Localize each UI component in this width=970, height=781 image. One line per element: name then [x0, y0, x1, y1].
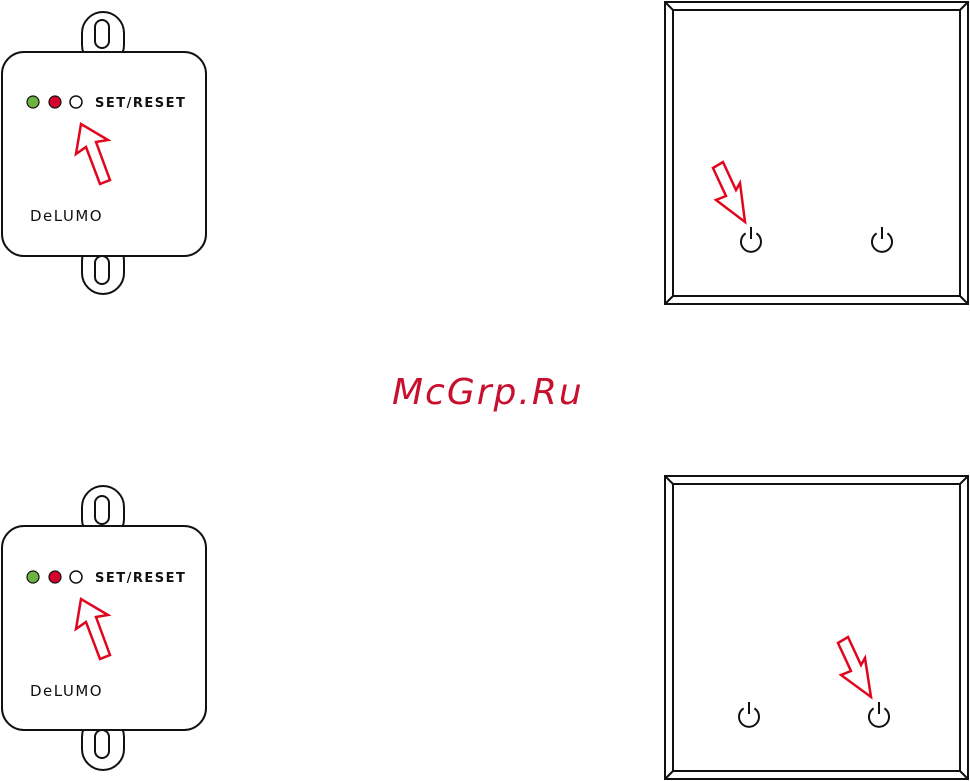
- pointer-arrow-icon: [838, 637, 871, 697]
- red-led: [49, 96, 61, 108]
- power-button-left[interactable]: [741, 227, 761, 252]
- power-button-left[interactable]: [739, 702, 759, 727]
- red-led: [49, 571, 61, 583]
- watermark-text: McGrp.Ru: [392, 372, 584, 413]
- wall-switch-panel-bottom: [665, 476, 968, 779]
- module-body: [2, 52, 206, 256]
- wall-switch-panel-top: [665, 2, 968, 304]
- brand-logo: DeLUMO: [30, 207, 103, 225]
- green-led: [27, 571, 39, 583]
- set-reset-button[interactable]: [70, 96, 82, 108]
- set-reset-button[interactable]: [70, 571, 82, 583]
- green-led: [27, 96, 39, 108]
- power-button-right[interactable]: [872, 227, 892, 252]
- set-reset-label: SET/RESET: [95, 571, 186, 586]
- set-reset-label: SET/RESET: [95, 96, 186, 111]
- brand-logo: DeLUMO: [30, 682, 103, 700]
- pointer-arrow-icon: [713, 162, 745, 222]
- power-button-right[interactable]: [869, 702, 889, 727]
- receiver-module-top: SET/RESET DeLUMO: [2, 12, 206, 294]
- receiver-module-bottom: SET/RESET DeLUMO: [2, 486, 206, 770]
